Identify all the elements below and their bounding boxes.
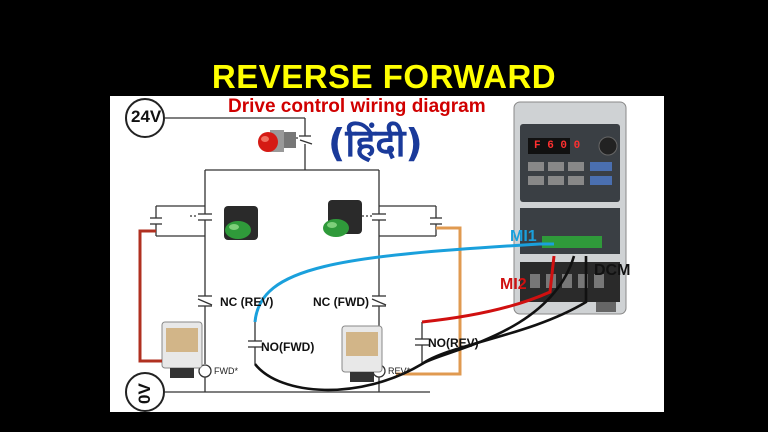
no-fwd-contact-symbol [248, 322, 262, 364]
start-fwd-contact-symbol [190, 213, 212, 232]
vfd-display-readout: F 6 0 0 [534, 140, 581, 152]
diagram-title: REVERSE FORWARD [211, 58, 557, 95]
emergency-stop-button-icon [258, 130, 296, 152]
nc-fwd-label: NC (FWD) [313, 295, 369, 309]
mi1-wire [253, 242, 554, 323]
rev-relay-icon [341, 325, 383, 382]
language-tag: (हिंदी) [328, 121, 423, 165]
diagram-subtitle: Drive control wiring diagram [228, 96, 486, 117]
fwd-relay-icon [161, 321, 203, 378]
fwd-start-button-icon [224, 206, 258, 240]
rev-start-button-icon [323, 200, 362, 237]
dcm-wire-right [421, 255, 576, 366]
supply-24v-badge [125, 98, 165, 138]
fwd-coil-label: FWD* [214, 366, 238, 376]
supply-0v-label: 0V [135, 383, 154, 404]
no-rev-label: NO(REV) [428, 336, 479, 350]
wiring-diagram-panel: 24V 0V NC (REV) NC (FWD) NO(FWD) NO(REV)… [110, 96, 664, 412]
rev-coil-label: REV* [388, 366, 411, 376]
supply-24v-label: 24V [131, 107, 162, 126]
vfd-drive-icon [513, 101, 627, 315]
nc-rev-label: NC (REV) [220, 295, 274, 309]
no-fwd-label: NO(FWD) [261, 340, 315, 354]
mi2-wire [421, 255, 556, 324]
dcm-label: DCM [594, 262, 631, 279]
mi1-label: MI1 [510, 228, 537, 245]
supply-0v-badge [125, 372, 165, 412]
nc-rev-contact-symbol [197, 295, 213, 307]
fwd-relay-wire [138, 229, 162, 363]
rev-relay-wire [396, 226, 462, 376]
start-rev-contact-symbol [362, 213, 386, 221]
no-rev-contact-symbol [415, 322, 429, 364]
mi2-label: MI2 [500, 276, 527, 293]
nc-fwd-contact-symbol [371, 295, 387, 307]
wiring-diagram [125, 98, 627, 412]
